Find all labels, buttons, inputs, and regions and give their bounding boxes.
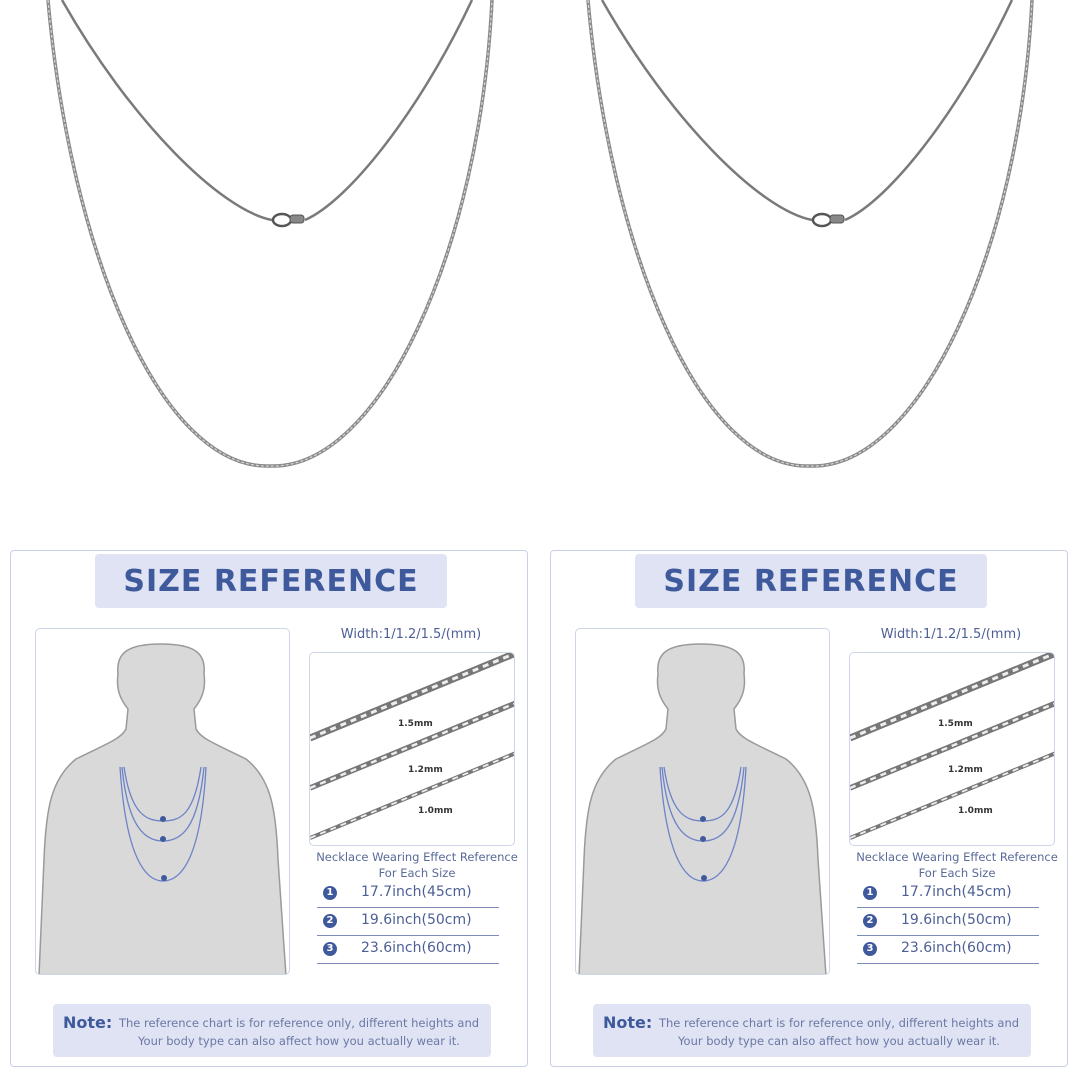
body-silhouette-figure bbox=[575, 628, 830, 975]
size-reference-panel: SIZE REFERENCE Width:1/1.2/1.5/(mm) 1.5m… bbox=[10, 550, 528, 1067]
chain-label: 1.5mm bbox=[398, 719, 433, 729]
size-number-badge: 3 bbox=[323, 942, 337, 956]
clasp-icon bbox=[811, 212, 845, 228]
size-number-badge: 1 bbox=[323, 886, 337, 900]
chain-label: 1.0mm bbox=[418, 806, 453, 816]
necklace-photo bbox=[46, 0, 494, 468]
chain-label: 1.5mm bbox=[938, 719, 973, 729]
size-row: 1 17.7inch(45cm) bbox=[857, 881, 1039, 908]
panel-title: SIZE REFERENCE bbox=[635, 554, 987, 608]
chain-width-photo: 1.5mm 1.2mm 1.0mm bbox=[309, 652, 515, 846]
size-row: 3 23.6inch(60cm) bbox=[857, 937, 1039, 964]
width-label: Width:1/1.2/1.5/(mm) bbox=[880, 627, 1022, 642]
caption-line: Necklace Wearing Effect Reference bbox=[856, 850, 1058, 864]
chain-label: 1.0mm bbox=[958, 806, 993, 816]
size-row: 3 23.6inch(60cm) bbox=[317, 937, 499, 964]
width-label: Width:1/1.2/1.5/(mm) bbox=[340, 627, 482, 642]
chain-width-photo: 1.5mm 1.2mm 1.0mm bbox=[849, 652, 1055, 846]
size-row: 1 17.7inch(45cm) bbox=[317, 881, 499, 908]
body-silhouette-figure bbox=[35, 628, 290, 975]
size-number-badge: 3 bbox=[863, 942, 877, 956]
caption: Necklace Wearing Effect Reference For Ea… bbox=[851, 849, 1063, 881]
panel-title: SIZE REFERENCE bbox=[95, 554, 447, 608]
caption-line: For Each Size bbox=[378, 866, 456, 880]
size-row: 2 19.6inch(50cm) bbox=[857, 909, 1039, 936]
necklace-photo bbox=[586, 0, 1034, 468]
chain-label: 1.2mm bbox=[408, 765, 443, 775]
size-number-badge: 1 bbox=[863, 886, 877, 900]
size-value: 23.6inch(60cm) bbox=[361, 940, 472, 956]
caption-line: For Each Size bbox=[918, 866, 996, 880]
size-reference-panel: SIZE REFERENCE Width:1/1.2/1.5/(mm) 1.5m… bbox=[550, 550, 1068, 1067]
size-row: 2 19.6inch(50cm) bbox=[317, 909, 499, 936]
size-value: 17.7inch(45cm) bbox=[361, 884, 472, 900]
size-value: 17.7inch(45cm) bbox=[901, 884, 1012, 900]
clasp-icon bbox=[271, 212, 305, 228]
note-text: The reference chart is for reference onl… bbox=[658, 1016, 1020, 1048]
chain-label: 1.2mm bbox=[948, 765, 983, 775]
note-box: Note: The reference chart is for referen… bbox=[53, 1004, 491, 1057]
size-value: 19.6inch(50cm) bbox=[901, 912, 1012, 928]
note-label: Note: bbox=[63, 1013, 113, 1032]
size-number-badge: 2 bbox=[863, 914, 877, 928]
caption-line: Necklace Wearing Effect Reference bbox=[316, 850, 518, 864]
size-value: 19.6inch(50cm) bbox=[361, 912, 472, 928]
caption: Necklace Wearing Effect Reference For Ea… bbox=[311, 849, 523, 881]
note-label: Note: bbox=[603, 1013, 653, 1032]
size-number-badge: 2 bbox=[323, 914, 337, 928]
size-value: 23.6inch(60cm) bbox=[901, 940, 1012, 956]
note-text: The reference chart is for reference onl… bbox=[118, 1016, 480, 1048]
note-box: Note: The reference chart is for referen… bbox=[593, 1004, 1031, 1057]
